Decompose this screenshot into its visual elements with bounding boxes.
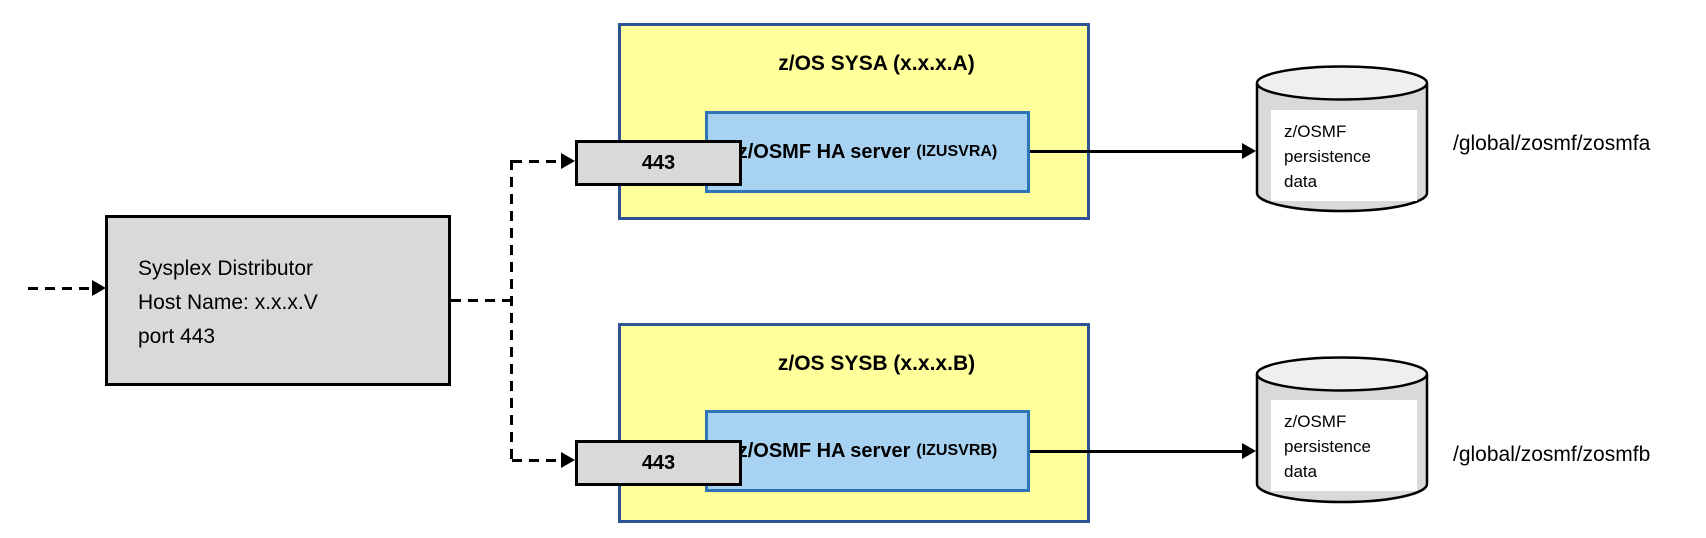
server-b-instance: (IZUSVRB): [916, 442, 998, 459]
storage-path-a: /global/zosmf/zosmfa: [1453, 132, 1651, 155]
datastore-b-line: data: [1284, 462, 1318, 481]
branch-vertical-dashed-line: [510, 160, 513, 462]
distributor-line: Host Name: x.x.x.V: [138, 291, 318, 314]
zosmf-ha-server-b-box: z/OSMF HA server (IZUSVRB): [705, 410, 1030, 492]
datastore-a-line: z/OSMF: [1284, 122, 1347, 141]
branch-a-arrowhead-icon: [561, 153, 575, 169]
port-443-box-a: 443: [575, 140, 742, 186]
persistence-data-label-a: z/OSMF persistence data: [1271, 110, 1417, 201]
port-443-box-b: 443: [575, 440, 742, 486]
storage-path-b: /global/zosmf/zosmfb: [1453, 443, 1651, 466]
zosmf-ha-server-a-box: z/OSMF HA server (IZUSVRA): [705, 111, 1030, 193]
branch-b-arrowhead-icon: [561, 452, 575, 468]
server-b-to-storage-arrowhead-icon: [1242, 443, 1256, 459]
distributor-line: Sysplex Distributor: [138, 257, 314, 280]
server-b-to-storage-line: [1030, 450, 1243, 453]
distributor-out-dashed-line: [451, 299, 512, 302]
server-a-instance: (IZUSVRA): [916, 143, 998, 160]
persistence-data-label-b: z/OSMF persistence data: [1271, 400, 1417, 491]
zos-system-b-title: z/OS SYSB (x.x.x.B): [777, 352, 976, 375]
datastore-a-line: data: [1284, 172, 1318, 191]
server-b-label: z/OSMF HA server: [737, 439, 911, 462]
branch-a-dashed-line: [512, 160, 561, 163]
zos-system-a-title: z/OS SYSA (x.x.x.A): [778, 52, 975, 75]
datastore-b-line: z/OSMF: [1284, 412, 1347, 431]
datastore-a-line: persistence: [1284, 147, 1371, 166]
server-a-label: z/OSMF HA server: [737, 140, 911, 163]
port-a-label: 443: [641, 151, 676, 174]
port-b-label: 443: [641, 451, 676, 474]
server-a-to-storage-line: [1030, 150, 1243, 153]
incoming-arrowhead-icon: [92, 280, 106, 296]
sysplex-distributor-box: Sysplex Distributor Host Name: x.x.x.V p…: [105, 215, 451, 386]
incoming-dashed-line: [28, 287, 94, 290]
branch-b-dashed-line: [512, 459, 561, 462]
server-a-to-storage-arrowhead-icon: [1242, 143, 1256, 159]
distributor-line: port 443: [138, 325, 216, 348]
datastore-b-line: persistence: [1284, 437, 1371, 456]
